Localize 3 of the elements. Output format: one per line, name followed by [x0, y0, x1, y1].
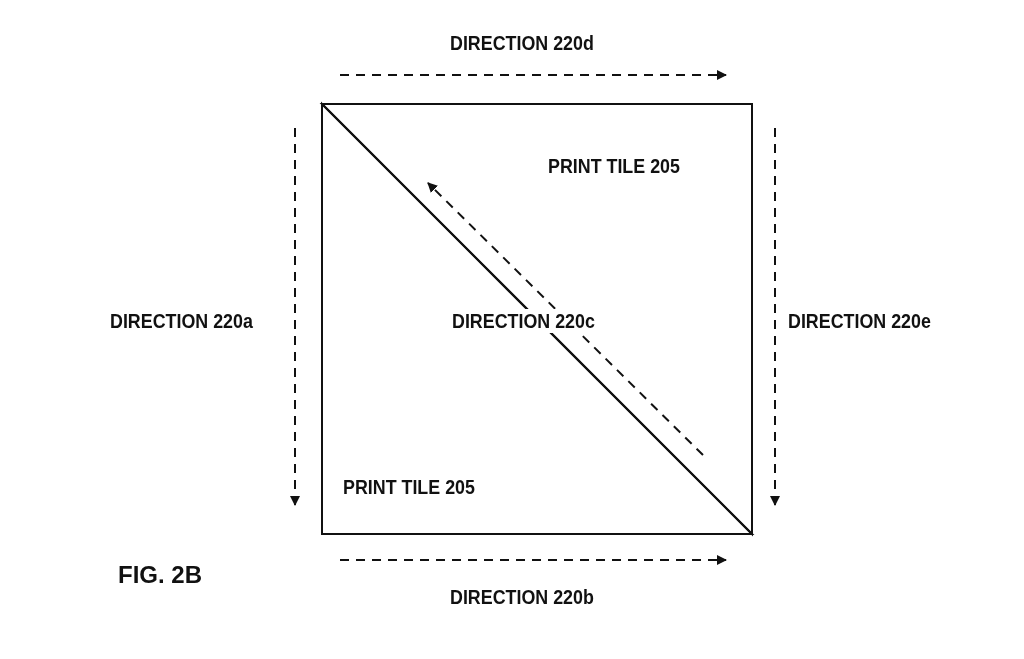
- direction-label: DIRECTION 220c: [452, 309, 595, 333]
- tile-label: PRINT TILE 205: [343, 475, 475, 499]
- tile-label: PRINT TILE 205: [548, 154, 680, 178]
